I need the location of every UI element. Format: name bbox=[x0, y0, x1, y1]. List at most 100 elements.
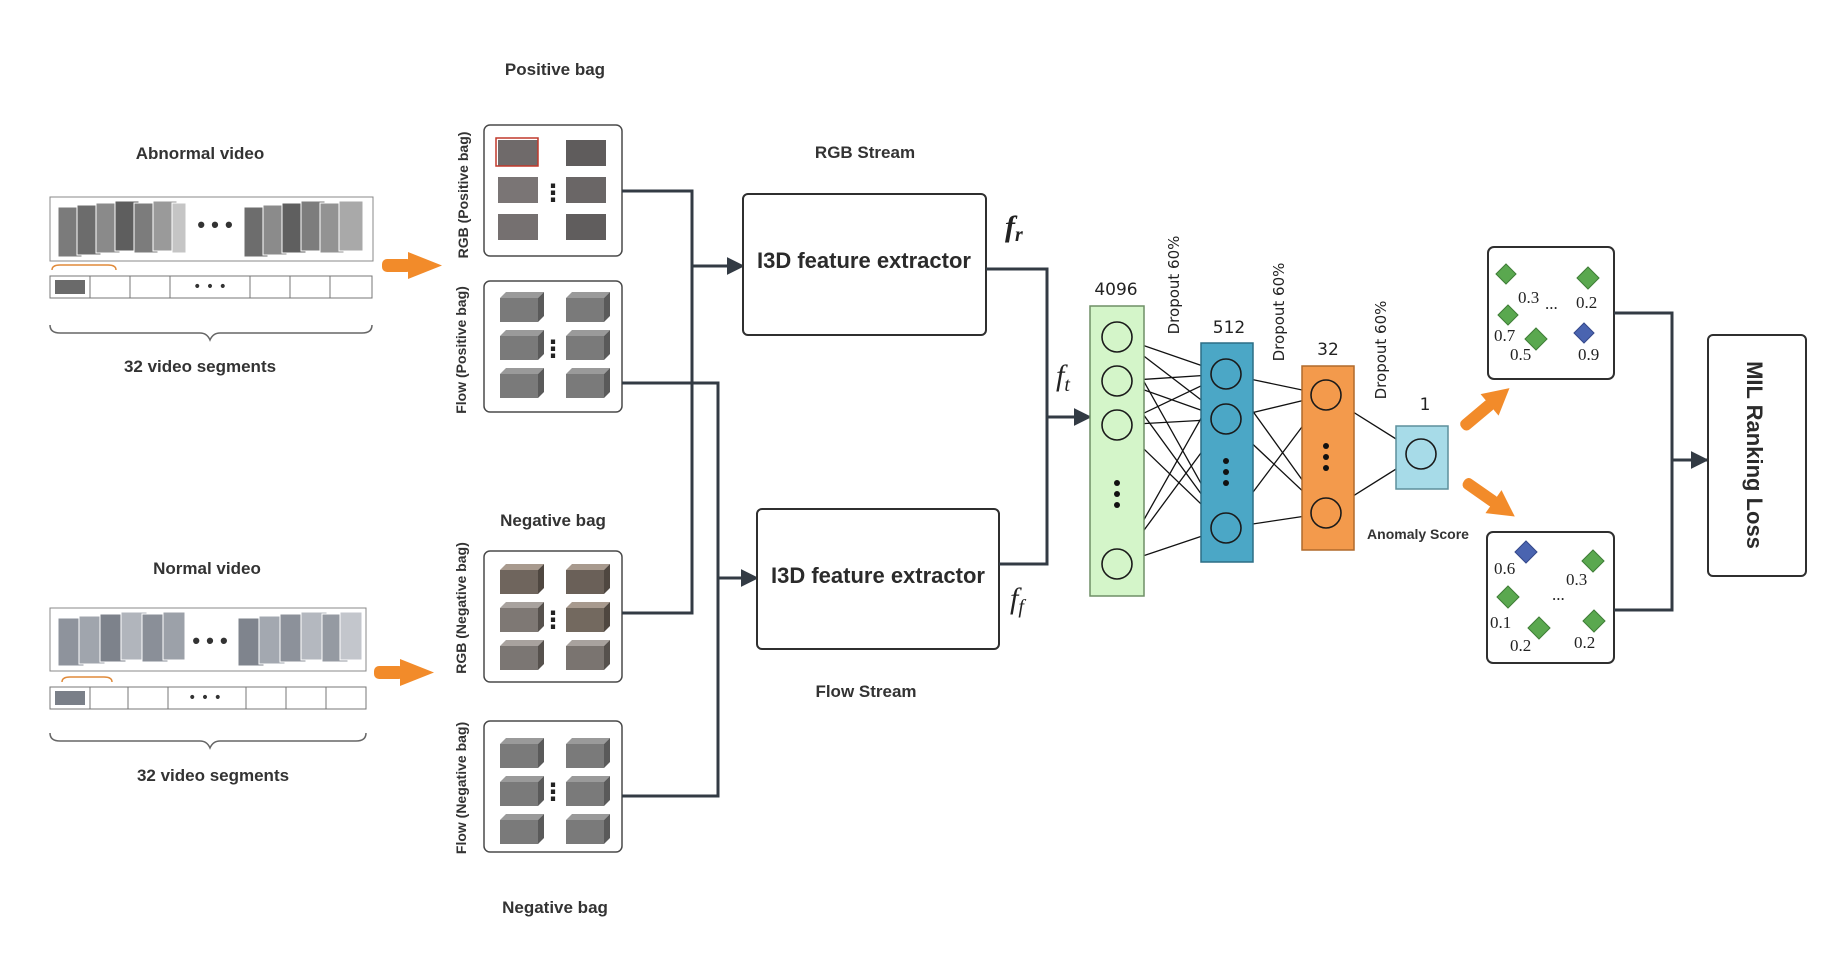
negative-flow-clips: ⋮ bbox=[500, 738, 610, 844]
dropout3-label: Dropout 60% bbox=[1372, 301, 1390, 400]
video-to-positive-arrow bbox=[382, 252, 442, 279]
neural-network: 4096 Dropout 60% 512 Dropout 60% 32 Drop… bbox=[1089, 236, 1469, 597]
score-value: 0.3 bbox=[1518, 288, 1539, 307]
score-ellipsis: ... bbox=[1552, 585, 1565, 604]
layer1-node bbox=[1101, 365, 1133, 397]
negative-flow-connector bbox=[622, 578, 720, 798]
svg-text:⋮: ⋮ bbox=[541, 606, 565, 634]
rgb-feature-symbol: fr bbox=[1005, 210, 1023, 246]
score-diamond-blue bbox=[1514, 540, 1538, 564]
mil-loss-box: MIL Ranking Loss bbox=[1707, 334, 1807, 577]
score-value: 0.7 bbox=[1494, 326, 1516, 345]
abnormal-video-title: Abnormal video bbox=[136, 144, 264, 163]
score-value: 0.2 bbox=[1576, 293, 1597, 312]
svg-text:⋮: ⋮ bbox=[541, 179, 565, 207]
abnormal-frame-stack-right bbox=[243, 200, 364, 258]
layer3-size: 32 bbox=[1317, 340, 1339, 360]
normal-segments-brace bbox=[49, 732, 367, 750]
anomaly-score-label: Anomaly Score bbox=[1367, 526, 1469, 542]
negative-bag-group: Negative bag RGB (Negative bag) ⋮ Flow (… bbox=[453, 511, 623, 917]
normal-frame-stack-left bbox=[57, 611, 186, 667]
layer3-node bbox=[1310, 379, 1342, 411]
layer2-node bbox=[1210, 403, 1242, 435]
score-diamond-green bbox=[1576, 266, 1600, 290]
abnormal-frame-stack-left bbox=[57, 200, 187, 258]
normal-frame-stack-right bbox=[237, 611, 363, 667]
normal-frames-ellipsis: • • • bbox=[192, 628, 227, 653]
dropout2-label: Dropout 60% bbox=[1270, 263, 1288, 362]
rgb-stream-title: RGB Stream bbox=[815, 143, 915, 162]
layer1-node bbox=[1101, 548, 1133, 580]
abnormal-frames-ellipsis: • • • bbox=[197, 212, 232, 237]
score-ellipsis: ... bbox=[1545, 294, 1558, 313]
score-value: 0.5 bbox=[1510, 345, 1531, 364]
abnormal-segments-bar: • • • bbox=[49, 264, 373, 299]
score-diamond-green bbox=[1524, 327, 1548, 351]
svg-text:⋮: ⋮ bbox=[541, 778, 565, 806]
score-diamond-blue bbox=[1573, 322, 1595, 344]
normal-video-group: Normal video • • • • bbox=[49, 559, 367, 785]
svg-text:• • •: • • • bbox=[193, 279, 227, 295]
layer2-size: 512 bbox=[1213, 318, 1245, 338]
rgb-extractor-box bbox=[742, 193, 987, 336]
positive-flow-label: Flow (Positive bag) bbox=[453, 286, 469, 414]
svg-text:⋮: ⋮ bbox=[541, 335, 565, 363]
positive-flow-connector bbox=[622, 381, 759, 587]
score-value: 0.6 bbox=[1494, 559, 1515, 578]
abnormal-segments-brace bbox=[49, 324, 373, 342]
negative-rgb-clips: ⋮ bbox=[500, 564, 610, 670]
bag-connectors bbox=[622, 189, 759, 798]
score-value: 0.3 bbox=[1566, 570, 1587, 589]
dropout1-label: Dropout 60% bbox=[1165, 236, 1183, 335]
negative-bag-title: Negative bag bbox=[500, 511, 606, 530]
video-to-negative-arrow bbox=[374, 659, 434, 686]
output-size: 1 bbox=[1420, 395, 1431, 415]
positive-rgb-clips: ⋮ bbox=[495, 137, 606, 240]
score-value: 0.2 bbox=[1574, 633, 1595, 652]
abnormal-video-group: Abnormal video • • • bbox=[49, 144, 374, 376]
positive-rgb-label: RGB (Positive bag) bbox=[455, 132, 471, 259]
fused-feature-symbol: ft bbox=[1056, 359, 1070, 396]
positive-rgb-connector bbox=[622, 189, 745, 275]
score-diamond-green bbox=[1495, 263, 1517, 285]
score-arrow-up bbox=[1460, 388, 1510, 431]
score-diamond-green bbox=[1581, 549, 1605, 573]
flow-feature-symbol: ff bbox=[1010, 582, 1026, 618]
layer1-node bbox=[1101, 321, 1133, 353]
negative-scores-box: 0.6 0.3 ... 0.1 0.2 0.2 bbox=[1486, 531, 1615, 664]
normal-segments-bar: • • • bbox=[49, 676, 367, 710]
score-diamond-green bbox=[1527, 616, 1551, 640]
output-node bbox=[1405, 438, 1437, 470]
negative-flow-label: Flow (Negative bag) bbox=[453, 722, 469, 854]
flow-stream-title: Flow Stream bbox=[815, 682, 916, 701]
scores-connector bbox=[1614, 311, 1674, 612]
loss-connectors bbox=[1614, 311, 1709, 612]
score-value: 0.9 bbox=[1578, 345, 1599, 364]
positive-bag-group: Positive bag RGB (Positive bag) ⋮ Flow (… bbox=[453, 60, 623, 414]
layer1-box bbox=[1089, 305, 1145, 597]
layer1-node bbox=[1101, 409, 1133, 441]
positive-bag-title: Positive bag bbox=[505, 60, 605, 79]
flow-stream-group: I3D feature extractor ff Flow Stream bbox=[756, 508, 1026, 701]
negative-rgb-label: RGB (Negative bag) bbox=[453, 542, 469, 673]
negative-bag-bottom-title: Negative bag bbox=[502, 898, 608, 917]
flow-extractor-label: I3D feature extractor bbox=[771, 563, 985, 588]
svg-text:• • •: • • • bbox=[188, 690, 222, 706]
negative-rgb-connector bbox=[622, 266, 694, 615]
mil-loss-label: MIL Ranking Loss bbox=[1742, 361, 1767, 549]
normal-segments-label: 32 video segments bbox=[137, 766, 289, 785]
abnormal-segments-label: 32 video segments bbox=[124, 357, 276, 376]
layer2-node bbox=[1210, 512, 1242, 544]
score-diamond-green bbox=[1497, 304, 1519, 326]
extractor-connectors: ft bbox=[986, 267, 1092, 566]
layer1-size: 4096 bbox=[1094, 280, 1137, 300]
score-diamond-green bbox=[1582, 609, 1606, 633]
layer2-node bbox=[1210, 358, 1242, 390]
score-diamond-green bbox=[1496, 585, 1520, 609]
rgb-stream-group: RGB Stream I3D feature extractor fr bbox=[742, 143, 1023, 336]
rgb-extractor-label: I3D feature extractor bbox=[757, 248, 971, 273]
score-value: 0.1 bbox=[1490, 613, 1511, 632]
layer3-node bbox=[1310, 497, 1342, 529]
positive-scores-box: 0.3 ... 0.2 0.7 0.5 0.9 bbox=[1487, 246, 1615, 380]
